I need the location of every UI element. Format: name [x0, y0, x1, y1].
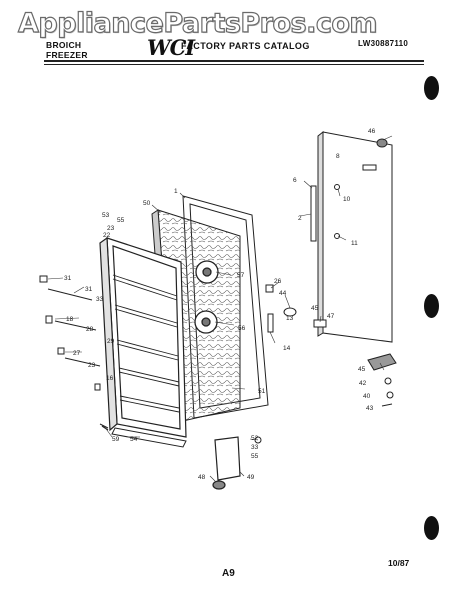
callout-49: 49 — [247, 474, 255, 481]
catalog-code: LW30887110 — [358, 39, 409, 48]
callout-53: 53 — [102, 212, 110, 219]
callout-1: 1 — [174, 188, 178, 195]
callout-13: 13 — [286, 315, 294, 322]
callout-43: 43 — [366, 405, 374, 412]
callout-16: 16 — [106, 375, 114, 382]
callout-55b: 55 — [251, 453, 259, 460]
thermostat-dials — [194, 260, 219, 334]
callout-31-top: 31 — [64, 275, 72, 282]
leader-lines — [47, 135, 393, 483]
callout-23b: 23 — [88, 362, 96, 369]
callout-52: 52 — [251, 435, 259, 442]
inner-liner — [99, 236, 187, 438]
binder-hole-top — [424, 76, 439, 100]
callout-22: 22 — [103, 232, 111, 239]
model-line-1: BROICH — [46, 40, 82, 50]
callout-47: 47 — [327, 313, 335, 320]
callout-33: 33 — [96, 296, 104, 303]
callout-2: 2 — [298, 215, 302, 222]
binder-hole-middle — [424, 294, 439, 318]
header-rule-top — [44, 60, 424, 62]
callout-45: 45 — [311, 305, 319, 312]
model-line-2: FREEZER — [46, 50, 88, 60]
callout-44: 44 — [279, 290, 287, 297]
page-number: A9 — [222, 568, 235, 579]
callout-31: 31 — [85, 286, 93, 293]
model-label: BROICH FREEZER — [46, 40, 88, 60]
bottom-hinge — [101, 425, 241, 490]
callout-59: 59 — [112, 436, 120, 443]
callout-34: 33 — [251, 444, 259, 451]
shelf-brackets — [39, 275, 109, 429]
door-shelves — [112, 274, 180, 413]
callout-8: 8 — [336, 153, 340, 160]
callout-11: 11 — [351, 240, 358, 247]
callout-48: 48 — [198, 474, 206, 481]
callout-labels: 1 50 55 53 23 22 6 8 10 2 11 46 57 56 51… — [64, 128, 376, 481]
callout-40: 40 — [363, 393, 371, 400]
binder-hole-bottom — [424, 516, 439, 540]
callout-10: 10 — [343, 196, 351, 203]
callout-50: 50 — [143, 200, 151, 207]
callout-54: 54 — [130, 436, 138, 443]
callout-57: 57 — [237, 272, 245, 279]
callout-51: 51 — [258, 388, 266, 395]
callout-14: 14 — [283, 345, 291, 352]
catalog-date: 10/87 — [388, 558, 410, 568]
catalog-title: FACTORY PARTS CATALOG — [181, 41, 310, 51]
callout-46: 46 — [368, 128, 376, 135]
callout-6: 6 — [293, 177, 297, 184]
callout-55: 55 — [117, 217, 125, 224]
bottom-trim — [111, 427, 187, 448]
door-handle — [310, 138, 388, 242]
header-rule-bottom — [44, 64, 424, 65]
callout-26: 26 — [274, 278, 282, 285]
callout-27: 27 — [73, 350, 81, 357]
brand-logo: WCI — [147, 35, 195, 60]
callout-42: 42 — [359, 380, 367, 387]
callout-18: 18 — [66, 316, 74, 323]
callout-45b: 45 — [358, 366, 366, 373]
watermark: AppliancePartsPros.com — [17, 7, 378, 39]
outer-door-panel — [317, 130, 393, 343]
hinge-hardware — [254, 284, 397, 444]
callout-28: 28 — [86, 326, 94, 333]
callout-29: 29 — [107, 338, 115, 345]
callout-56: 56 — [238, 325, 246, 332]
callout-23: 23 — [107, 225, 115, 232]
